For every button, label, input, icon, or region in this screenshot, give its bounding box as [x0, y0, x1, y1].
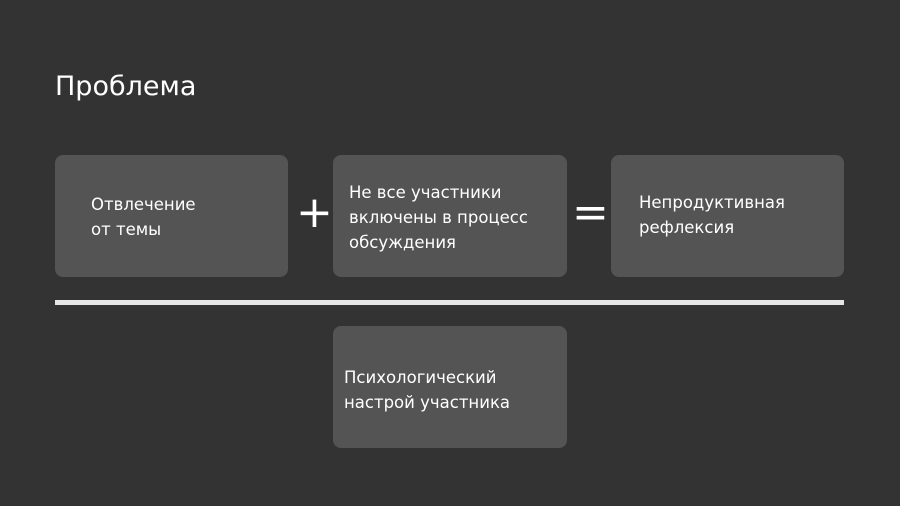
- root-cause-box-psychological: Психологический настрой участника: [333, 326, 567, 448]
- root-cause-box-text: Психологический настрой участника: [344, 368, 511, 412]
- result-box-unproductive-reflection: Непродуктивная рефлексия: [611, 155, 844, 277]
- cause-box-distraction-text: Отвлечение от темы: [91, 195, 196, 239]
- slide-title: Проблема: [55, 71, 197, 102]
- equals-sign: =: [572, 187, 609, 238]
- cause-box-participation-text: Не все участники включены в процесс обсу…: [349, 183, 528, 252]
- cause-box-distraction: Отвлечение от темы: [55, 155, 288, 277]
- divider-line: [55, 300, 844, 305]
- cause-box-participation: Не все участники включены в процесс обсу…: [333, 155, 567, 277]
- plus-sign: +: [296, 187, 333, 238]
- result-box-text: Непродуктивная рефлексия: [639, 193, 785, 237]
